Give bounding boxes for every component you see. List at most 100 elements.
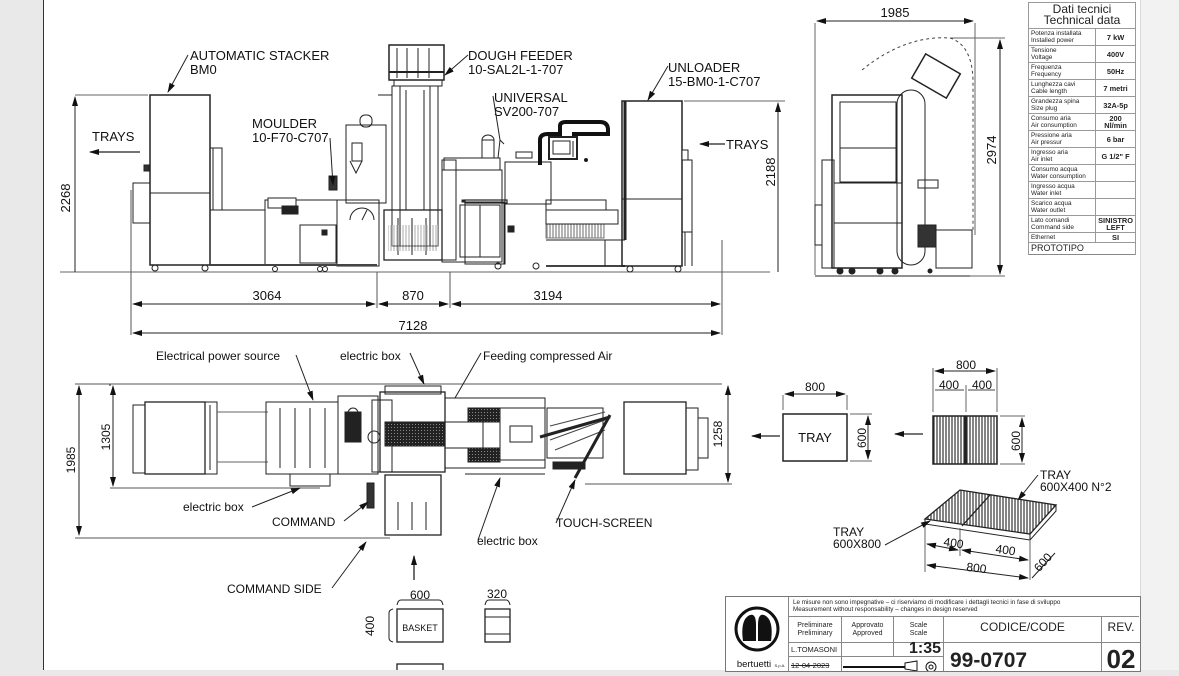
side-view bbox=[814, 18, 1005, 277]
tech-row-value: 7 kW bbox=[1095, 28, 1136, 46]
tech-label-en: Air inlet bbox=[1031, 156, 1053, 163]
dim-split-a: 400 bbox=[939, 378, 959, 392]
dim-split-total: 800 bbox=[956, 358, 976, 372]
label-stacker-line2: BM0 bbox=[190, 62, 217, 77]
label-iso-tray-600x800: TRAY bbox=[833, 525, 864, 539]
label-basket: BASKET bbox=[402, 623, 438, 633]
tech-label-en: Voltage bbox=[1031, 54, 1053, 61]
tech-label-it: Pressione aria bbox=[1031, 132, 1072, 139]
tech-row-value: G 1/2" F bbox=[1095, 147, 1136, 165]
prelim-label-en: Preliminary bbox=[797, 629, 833, 637]
technical-data-table: Dati tecnici Technical data Potenza inst… bbox=[1027, 2, 1136, 255]
approved-label-it: Approvato bbox=[851, 622, 884, 629]
dim-total: 7128 bbox=[399, 318, 428, 333]
label-iso-tray-600x400-sub: 600X400 N°2 bbox=[1040, 480, 1112, 494]
tech-label-en: Water consumption bbox=[1031, 173, 1086, 180]
disclaimer: Le misure non sono impegnative – ci rise… bbox=[789, 597, 1139, 617]
tech-row-value: 400V bbox=[1095, 45, 1136, 63]
label-moulder-line1: MOULDER bbox=[252, 116, 317, 131]
label-trays-in: TRAYS bbox=[726, 137, 769, 152]
dim-iso-total: 800 bbox=[966, 560, 988, 576]
dim-basket-side: 320 bbox=[487, 587, 507, 601]
tech-label-it: Consumo aria bbox=[1031, 115, 1071, 122]
dim-seg1: 3064 bbox=[253, 288, 282, 303]
tray-details bbox=[751, 368, 1058, 580]
label-dough-feeder-line1: DOUGH FEEDER bbox=[468, 48, 573, 63]
tech-row-value: 32A-5p bbox=[1095, 96, 1136, 114]
projection-symbol-icon bbox=[842, 660, 936, 673]
dim-basket-width: 600 bbox=[410, 588, 430, 602]
scale-label-en: Scale bbox=[909, 629, 928, 637]
front-elevation bbox=[60, 44, 785, 336]
tech-label-en: Size plug bbox=[1031, 105, 1058, 112]
plan-view bbox=[75, 352, 732, 589]
code-header: CODICE/CODE bbox=[944, 617, 1102, 643]
scale-value: 1:35 bbox=[894, 641, 944, 657]
label-unloader-line2: 15-BM0-1-C707 bbox=[668, 74, 761, 89]
label-stacker-line1: AUTOMATIC STACKER bbox=[190, 48, 329, 63]
dim-tray-depth: 600 bbox=[855, 428, 869, 448]
dim-iso-a: 400 bbox=[943, 535, 965, 552]
tech-label-en: Cable length bbox=[1031, 88, 1067, 95]
date-value: 12-04-2023 bbox=[789, 657, 842, 671]
bertuetti-logo-icon: bertuetti S.p.A. bbox=[734, 606, 786, 670]
dim-basket-height: 400 bbox=[363, 616, 377, 636]
tech-label-en: Installed power bbox=[1031, 37, 1074, 44]
tech-label-it: Ethernet bbox=[1031, 234, 1056, 241]
label-iso-tray-600x800-sub: 600X800 bbox=[833, 537, 881, 551]
dim-seg3: 3194 bbox=[534, 288, 563, 303]
page-margin bbox=[1140, 0, 1179, 670]
automatic-stacker-cabinet bbox=[132, 94, 223, 272]
conveyor bbox=[545, 199, 625, 267]
tech-label-it: Consumo acqua bbox=[1031, 166, 1078, 173]
dim-plan-inner-right: 1258 bbox=[711, 420, 725, 447]
company-logo: bertuetti S.p.A. bbox=[726, 597, 789, 671]
disclaimer-en: Measurement without responsability – cha… bbox=[793, 606, 978, 614]
tech-label-en: Frequency bbox=[1031, 71, 1062, 78]
tech-table-title: Dati tecnici Technical data bbox=[1028, 2, 1136, 29]
tech-row-value: SI bbox=[1095, 232, 1136, 243]
company-suffix: S.p.A. bbox=[775, 663, 786, 668]
scale-label-it: Scale bbox=[909, 622, 928, 629]
tech-label-it: Grandezza spina bbox=[1031, 98, 1080, 105]
label-compressed-air: Feeding compressed Air bbox=[483, 349, 612, 363]
tech-title-it: Dati tecnici bbox=[1052, 2, 1112, 16]
label-universal-line2: SV200-707 bbox=[494, 104, 559, 119]
tech-label-it: Ingresso aria bbox=[1031, 149, 1068, 156]
front-view-labels: AUTOMATIC STACKER BM0 DOUGH FEEDER 10-SA… bbox=[58, 48, 778, 333]
tech-label-it: Lunghezza cavi bbox=[1031, 81, 1076, 88]
tech-row: Ethernet SI bbox=[1027, 232, 1136, 243]
prototype-note: PROTOTIPO bbox=[1028, 242, 1136, 255]
dim-side-width: 1985 bbox=[881, 5, 910, 20]
label-tray: TRAY bbox=[798, 430, 832, 445]
dim-split-b: 400 bbox=[972, 378, 992, 392]
dim-plan-outer: 1985 bbox=[64, 446, 78, 473]
projection-symbol bbox=[842, 657, 944, 673]
approved-header: Approvato Approved bbox=[842, 617, 894, 643]
tech-label-it: Potenza installata bbox=[1031, 30, 1082, 37]
dough-feeder-tower bbox=[378, 44, 457, 261]
tech-title-en: Technical data bbox=[1043, 13, 1121, 27]
moulder-body bbox=[209, 114, 387, 272]
label-dough-feeder-line2: 10-SAL2L-1-707 bbox=[468, 62, 563, 77]
tech-row-value bbox=[1095, 164, 1136, 182]
dim-side-height: 2974 bbox=[984, 136, 999, 165]
label-unloader-line1: UNLOADER bbox=[668, 60, 740, 75]
tech-label-it: Ingresso acqua bbox=[1031, 183, 1075, 190]
tech-row-value: 6 bar bbox=[1095, 130, 1136, 148]
dim-height-right: 2188 bbox=[763, 158, 778, 187]
basket-labels: BASKET 600 400 320 bbox=[363, 587, 507, 636]
dim-height-left: 2268 bbox=[58, 184, 73, 213]
dim-tray-width: 800 bbox=[805, 380, 825, 394]
